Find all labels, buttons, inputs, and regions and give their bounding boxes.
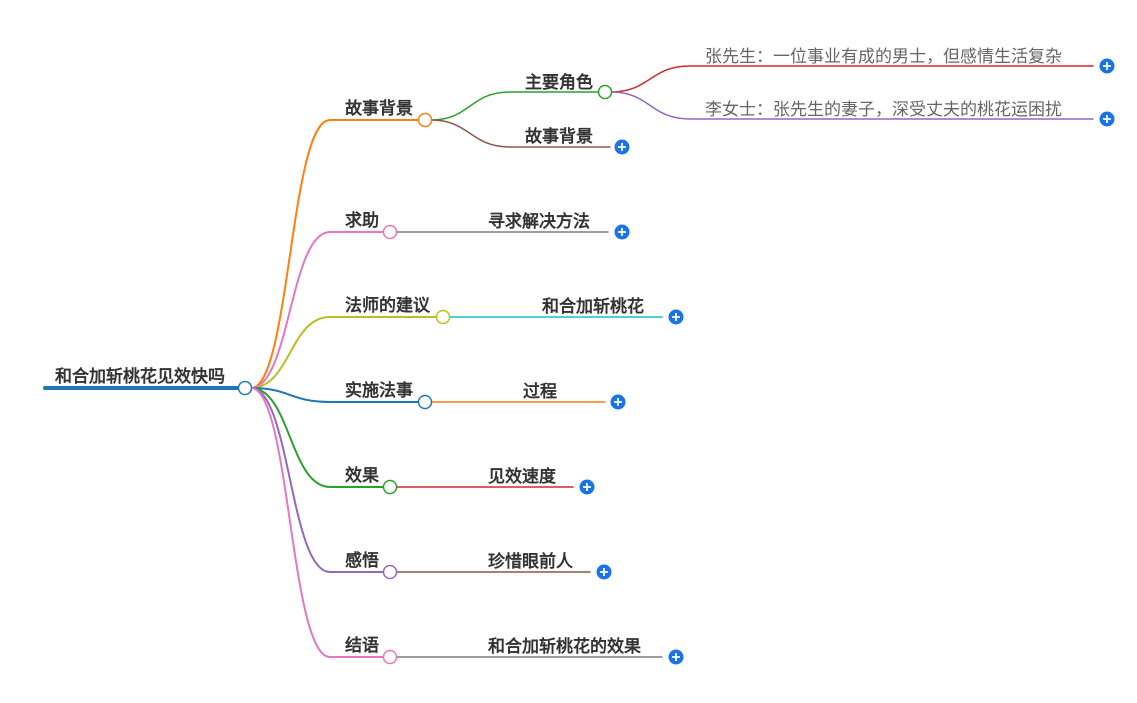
link-story-background [250,119,420,389]
node-label-ms-li: 李女士：张先生的妻子，深受丈夫的桃花运困扰 [705,100,1062,119]
node-mr-zhang: 张先生：一位事业有成的男士，但感情生活复杂 [610,47,1115,93]
expand-button-hehe-cut-peach-blossom[interactable] [668,309,684,325]
node-ms-li: 李女士：张先生的妻子，深受丈夫的桃花运困扰 [610,91,1115,127]
branch-master-advice: 法师的建议 和合加斩桃花 [250,295,684,389]
collapse-toggle-conclusion[interactable] [382,649,398,665]
plus-icon [672,313,680,321]
root-label: 和合加斩桃花见效快吗 [55,366,225,386]
node-label-effect-speed: 见效速度 [488,466,557,486]
node-effect-speed: 见效速度 [395,466,595,495]
node-label-reflection: 感悟 [345,550,379,570]
link-perform-ritual [250,387,420,403]
branch-conclusion: 结语 和合加斩桃花的效果 [250,387,684,665]
link-conclusion [250,387,385,658]
node-hehe-cut-peach-blossom: 和合加斩桃花 [448,296,684,325]
node-label-main-characters: 主要角色 [525,72,593,92]
expand-button-conclusion-effect[interactable] [668,649,684,665]
collapse-toggle-seek-help[interactable] [382,224,398,240]
plus-icon [618,143,626,151]
collapse-toggle-reflection[interactable] [382,564,398,580]
node-label-story-background-detail: 故事背景 [525,126,593,146]
link-main-characters [430,91,600,121]
node-label-find-solution: 寻求解决方法 [488,211,590,231]
branch-story-background: 故事背景 主要角色 张先生：一位事业有成的男士，但感情生活复杂 李女士：张先生的… [250,47,1115,389]
collapse-toggle-story-background[interactable] [417,112,433,128]
expand-button-story-background-detail[interactable] [614,139,630,155]
link-seek-help [250,231,385,389]
node-label-conclusion: 结语 [345,635,379,655]
root-collapse-toggle[interactable] [237,380,253,396]
root-node: 和合加斩桃花见效快吗 [43,366,241,390]
plus-icon [1103,115,1111,123]
link-mr-zhang [610,65,1094,93]
node-label-mr-zhang: 张先生：一位事业有成的男士，但感情生活复杂 [705,47,1062,66]
plus-icon [614,398,622,406]
link-story-background-detail [430,119,611,148]
expand-button-find-solution[interactable] [614,224,630,240]
plus-icon [600,568,608,576]
link-reflection [250,387,385,573]
branch-seek-help: 求助 寻求解决方法 [250,210,630,389]
link-ms-li [610,91,1094,120]
node-label-process: 过程 [523,382,557,401]
node-find-solution: 寻求解决方法 [395,211,630,240]
expand-button-ms-li[interactable] [1099,111,1115,127]
collapse-toggle-master-advice[interactable] [435,309,451,325]
node-label-perform-ritual: 实施法事 [345,380,413,400]
plus-icon [618,228,626,236]
collapse-toggle-effect[interactable] [382,479,398,495]
node-label-cherish-present: 珍惜眼前人 [488,551,574,571]
node-label-story-background: 故事背景 [345,98,413,118]
link-effect [250,387,385,488]
node-story-background-detail: 故事背景 [430,119,630,155]
node-label-master-advice: 法师的建议 [345,295,431,315]
node-label-hehe-cut-peach-blossom: 和合加斩桃花 [542,296,644,316]
expand-button-cherish-present[interactable] [596,564,612,580]
plus-icon [583,483,591,491]
branch-effect: 效果 见效速度 [250,387,595,495]
branch-perform-ritual: 实施法事 过程 [250,380,626,410]
expand-button-effect-speed[interactable] [579,479,595,495]
node-label-conclusion-effect: 和合加斩桃花的效果 [488,636,641,656]
expand-button-mr-zhang[interactable] [1099,58,1115,74]
expand-button-process[interactable] [610,394,626,410]
link-master-advice [250,316,438,389]
node-process: 过程 [430,382,626,410]
plus-icon [1103,62,1111,70]
collapse-toggle-main-characters[interactable] [597,84,613,100]
node-conclusion-effect: 和合加斩桃花的效果 [395,636,684,665]
node-label-seek-help: 求助 [345,210,379,230]
plus-icon [672,653,680,661]
branch-reflection: 感悟 珍惜眼前人 [250,387,612,580]
node-cherish-present: 珍惜眼前人 [395,551,612,580]
collapse-toggle-perform-ritual[interactable] [417,394,433,410]
node-main-characters: 主要角色 张先生：一位事业有成的男士，但感情生活复杂 李女士：张先生的妻子，深受… [430,47,1115,127]
node-label-effect: 效果 [345,465,379,485]
